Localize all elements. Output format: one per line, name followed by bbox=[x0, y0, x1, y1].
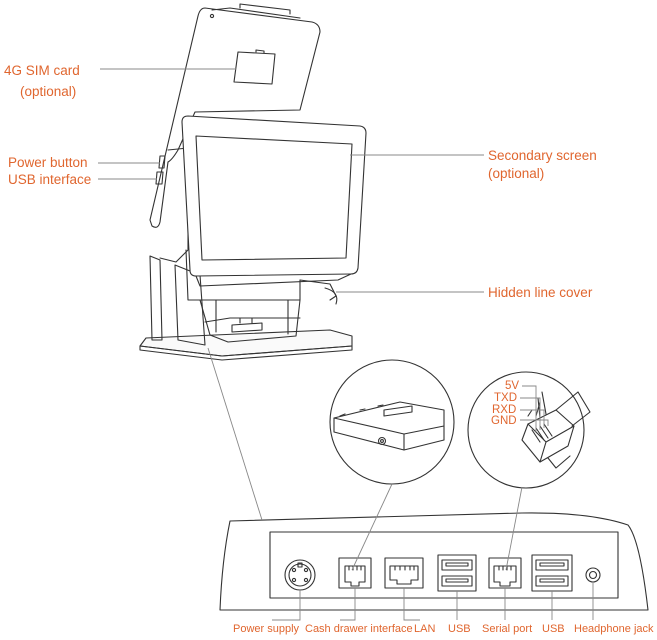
secondary-screen-label: Secondary screen bbox=[488, 148, 597, 163]
port-label-usb-2: USB bbox=[542, 623, 565, 635]
sim-card-slot bbox=[233, 49, 276, 85]
main-screen bbox=[149, 3, 321, 228]
rear-panel-housing bbox=[219, 512, 649, 611]
pin-label-gnd: GND bbox=[491, 415, 517, 427]
sim-card-optional-label: (optional) bbox=[20, 84, 77, 99]
pin-label-txd: TXD bbox=[494, 392, 517, 404]
stand bbox=[149, 147, 338, 346]
secondary-screen-optional-label: (optional) bbox=[488, 166, 545, 181]
port-label-serial: Serial port bbox=[482, 623, 533, 635]
pin-label-rxd: RXD bbox=[492, 404, 517, 416]
zoom-serial-connector bbox=[467, 371, 591, 489]
zoom-interface-box bbox=[329, 359, 455, 485]
power-button-label: Power button bbox=[8, 155, 88, 170]
port-label-usb-1: USB bbox=[448, 623, 471, 635]
base-plate bbox=[139, 329, 353, 361]
side-buttons bbox=[155, 155, 166, 185]
port-label-power-supply: Power supply bbox=[233, 623, 300, 635]
hidden-line-cover-label: Hidden line cover bbox=[488, 285, 593, 300]
usb-interface-label: USB interface bbox=[8, 172, 92, 187]
sim-card-label: 4G SIM card bbox=[4, 63, 80, 78]
pin-label-5v: 5V bbox=[505, 380, 520, 392]
leader-lines bbox=[98, 68, 594, 621]
port-label-headphone: Headphone jack bbox=[574, 623, 654, 635]
port-label-cash-drawer: Cash drawer interface bbox=[305, 623, 413, 635]
lan-port bbox=[384, 557, 424, 589]
port-label-lan: LAN bbox=[414, 623, 436, 635]
secondary-screen bbox=[181, 115, 367, 287]
